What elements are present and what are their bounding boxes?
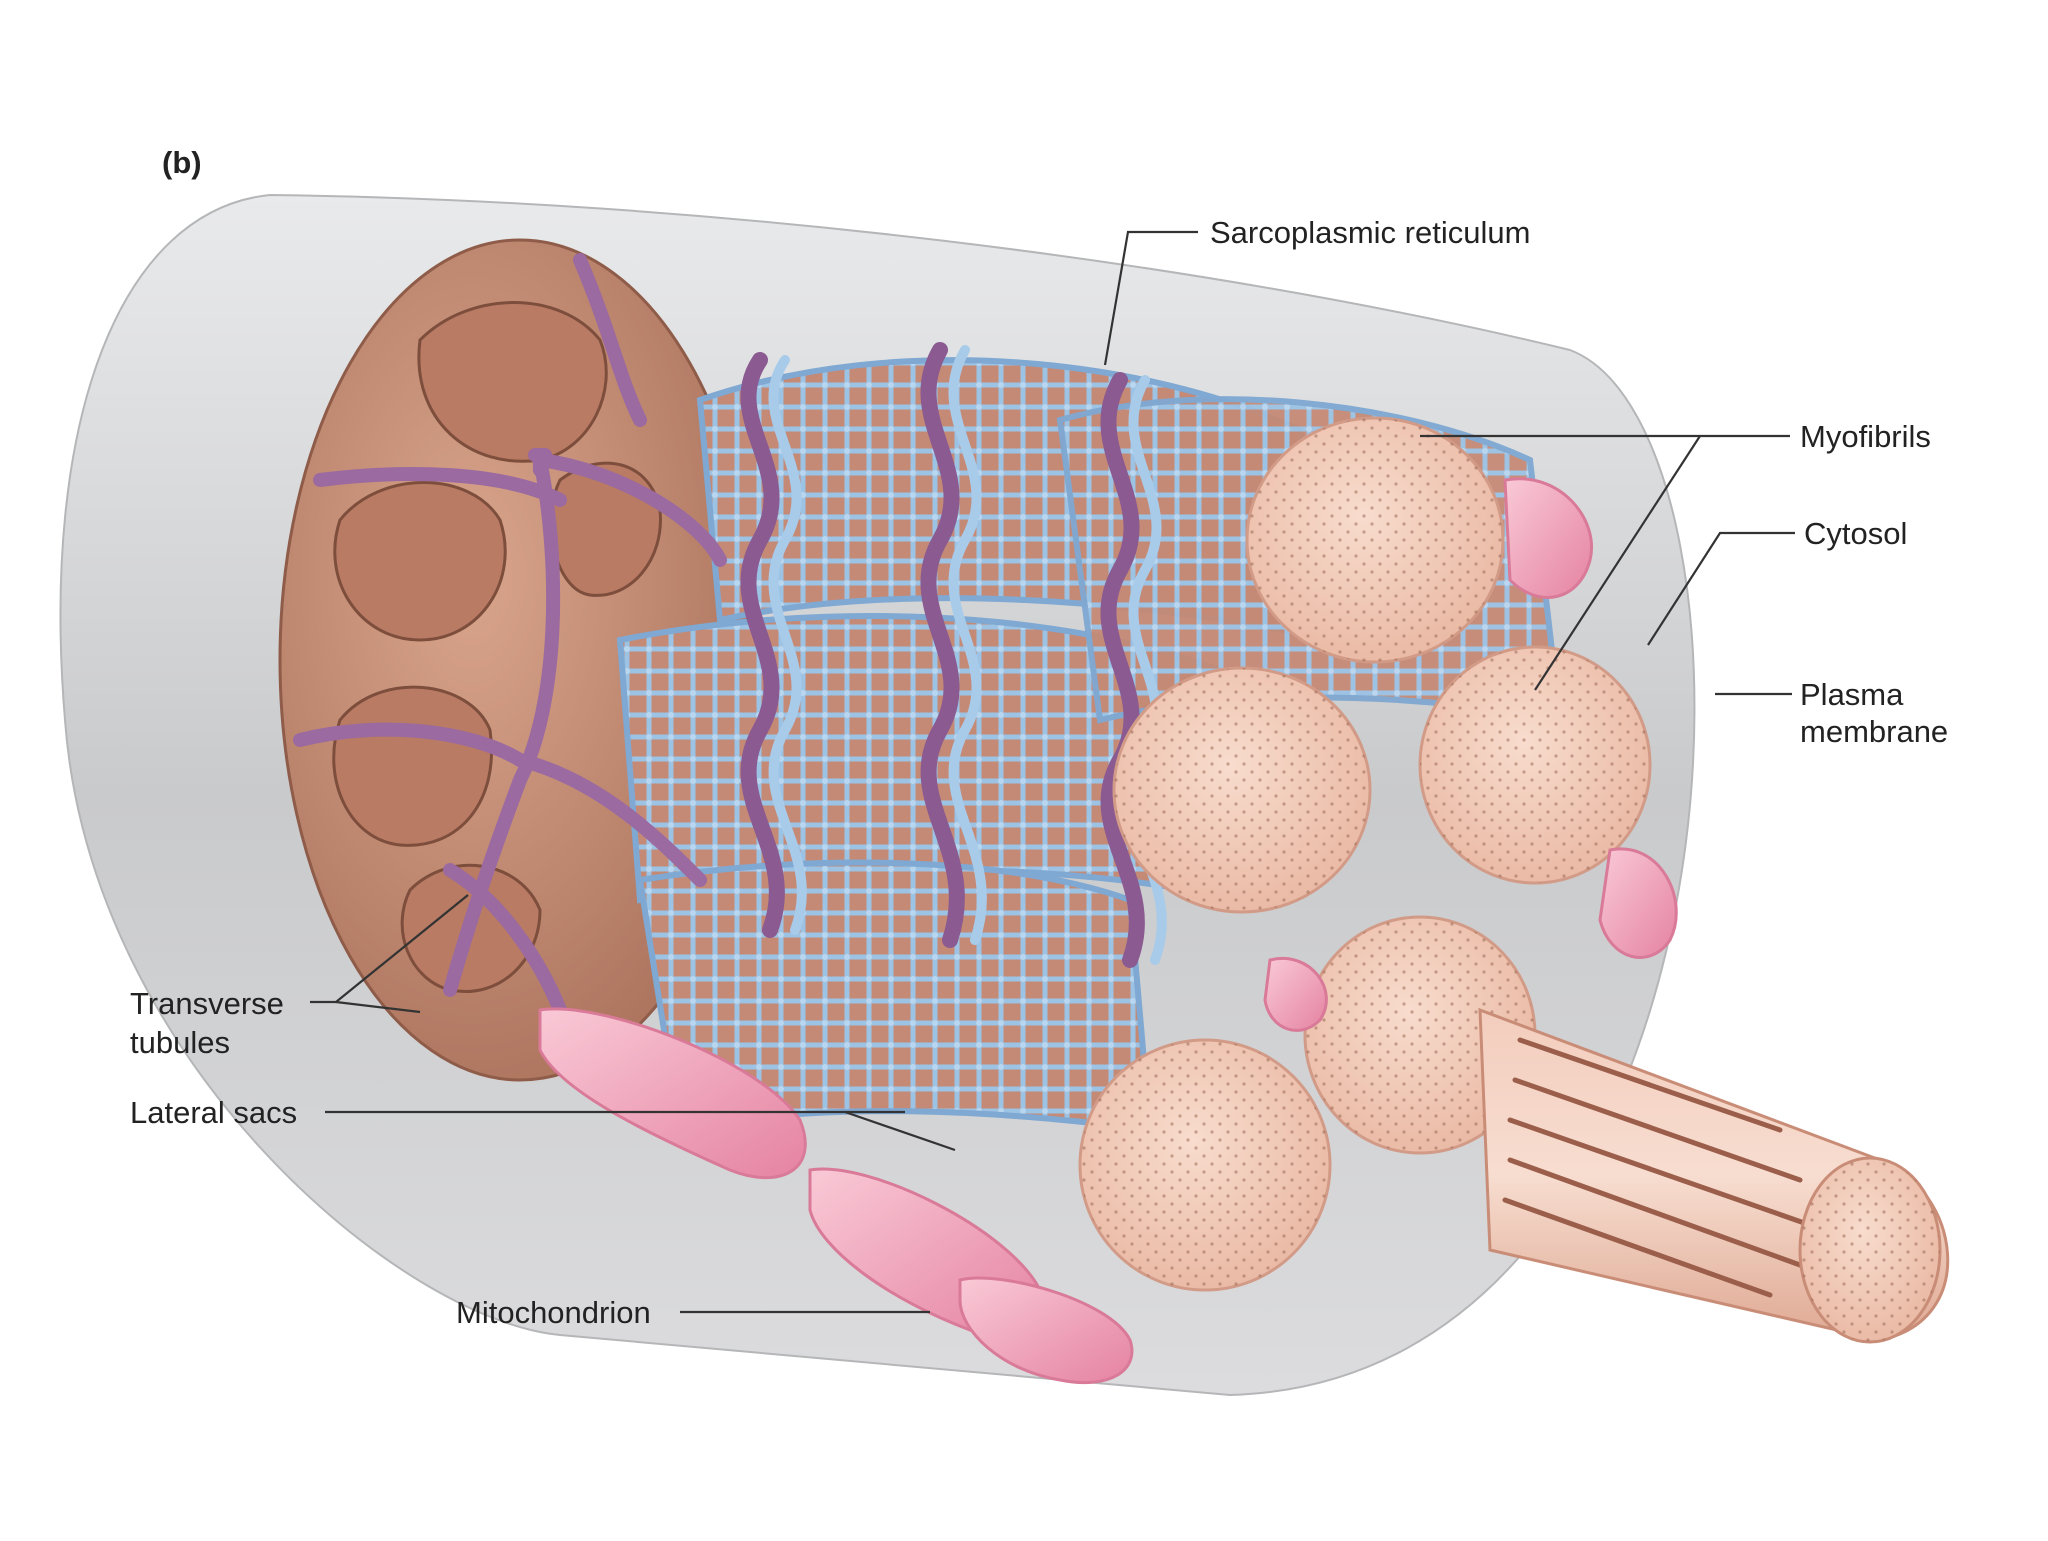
myofibril-ends (1078, 416, 1652, 1292)
protruding-myofibril (1478, 1007, 1949, 1344)
label-plasma-membrane-line2: membrane (1800, 714, 1949, 749)
leader-transverse-tubules-2 (335, 1000, 421, 1014)
label-sarcoplasmic-reticulum: Sarcoplasmic reticulum (1210, 215, 1531, 250)
transverse-tubule-bands (740, 342, 1145, 968)
t-tubule-network (293, 253, 727, 1017)
label-mitochondrion: Mitochondrion (456, 1295, 651, 1330)
leader-myofibrils-2 (1534, 435, 1701, 691)
label-transverse-tubules-line1: Transverse (130, 986, 284, 1021)
leader-lateral-sacs-2 (844, 1110, 956, 1152)
mitochondria (538, 477, 1678, 1385)
leader-cytosol (1647, 531, 1795, 646)
panel-label: (b) (162, 145, 202, 180)
label-myofibrils: Myofibrils (1800, 419, 1931, 454)
label-cytosol: Cytosol (1804, 516, 1908, 551)
leader-lines (310, 230, 1795, 1314)
label-transverse-tubules-line2: tubules (130, 1025, 230, 1060)
leader-sarcoplasmic-reticulum (1103, 230, 1198, 366)
label-lateral-sacs: Lateral sacs (130, 1095, 298, 1130)
label-plasma-membrane-line1: Plasma (1800, 677, 1904, 712)
